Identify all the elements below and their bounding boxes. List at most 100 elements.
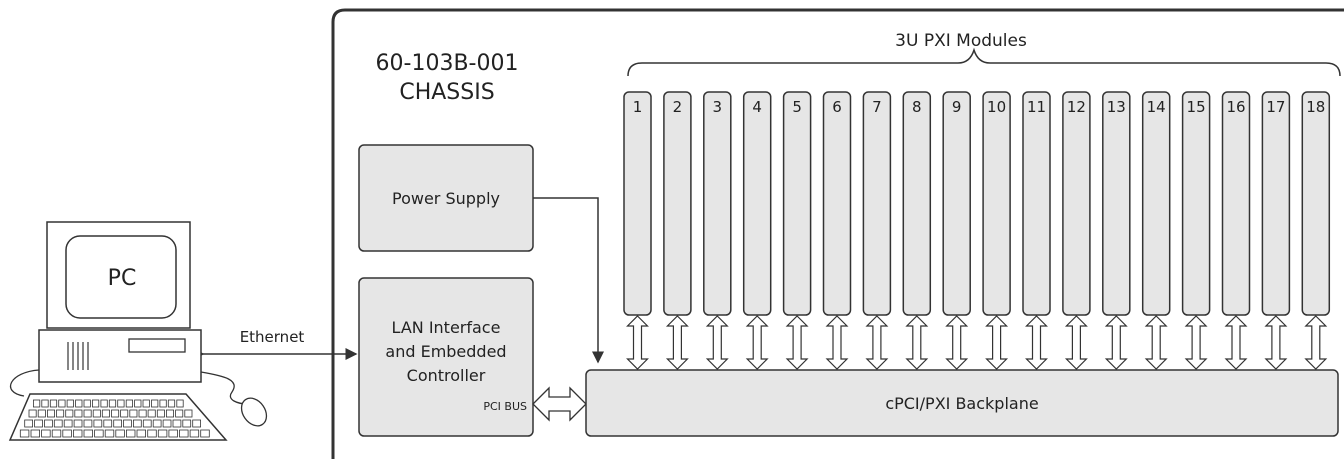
keyboard-key xyxy=(51,429,62,438)
keyboard-key xyxy=(24,419,34,428)
keyboard-key xyxy=(117,399,125,408)
keyboard-key xyxy=(165,409,174,418)
slot-bus-arrow xyxy=(825,315,849,370)
slot-bus-arrow xyxy=(745,315,769,370)
slot-bus-arrow xyxy=(865,315,889,370)
keyboard-key xyxy=(92,409,101,418)
module-slot-label: 12 xyxy=(1067,98,1086,116)
keyboard-cable xyxy=(10,369,40,397)
keyboard-key xyxy=(151,399,159,408)
module-slot-label: 1 xyxy=(633,98,643,116)
keyboard-key xyxy=(101,409,110,418)
keyboard-key xyxy=(103,419,113,428)
drive-bay xyxy=(128,338,186,353)
keyboard-key xyxy=(192,419,201,428)
slot-bus-arrow xyxy=(1264,315,1288,370)
keyboard-key xyxy=(73,419,83,428)
keyboard-key xyxy=(63,419,73,428)
keyboard-key xyxy=(56,409,65,418)
slot-bus-arrow xyxy=(665,315,689,370)
module-slot-3 xyxy=(703,91,732,316)
module-slot-1 xyxy=(623,91,652,316)
keyboard-key xyxy=(157,429,168,438)
chassis-title-line2: CHASSIS xyxy=(399,80,494,105)
keyboard-key xyxy=(134,399,142,408)
keyboard-key xyxy=(73,429,83,438)
keyboard-keys xyxy=(19,399,210,438)
controller-label-line3: Controller xyxy=(407,366,486,385)
slot-bus-arrow xyxy=(985,315,1009,370)
controller-label-line2: and Embedded xyxy=(385,342,506,361)
keyboard-key xyxy=(100,399,108,408)
modules-brace xyxy=(627,47,1341,77)
keyboard-key xyxy=(47,409,56,418)
keyboard-key xyxy=(176,399,184,408)
slot-bus-arrow xyxy=(1144,315,1168,370)
chassis-title-line1: 60-103B-001 xyxy=(376,51,519,76)
keyboard-key xyxy=(138,409,147,418)
pc-computer-icon: PC xyxy=(8,221,268,441)
module-slot-label: 11 xyxy=(1027,98,1046,116)
keyboard-key xyxy=(37,409,46,418)
keyboard-key xyxy=(115,429,125,438)
module-slot-14 xyxy=(1141,91,1171,316)
backplane-box xyxy=(585,369,1339,437)
keyboard-key xyxy=(19,429,30,438)
keyboard-key xyxy=(159,399,167,408)
keyboard-key xyxy=(142,399,150,408)
keyboard-key xyxy=(94,429,104,438)
keyboard-key xyxy=(44,419,53,428)
controller-label-line1: LAN Interface xyxy=(392,318,501,337)
keyboard-key xyxy=(108,399,117,408)
keyboard-key xyxy=(34,419,43,428)
module-slot-2 xyxy=(663,91,692,316)
module-slot-label: 13 xyxy=(1107,98,1126,116)
power-supply-label: Power Supply xyxy=(392,189,500,208)
keyboard-key xyxy=(123,419,132,428)
keyboard-key xyxy=(184,409,193,418)
system-unit xyxy=(38,329,202,383)
slot-bus-arrow xyxy=(705,315,729,370)
keyboard-key xyxy=(83,409,92,418)
keyboard-key xyxy=(92,399,100,408)
keyboard-key xyxy=(41,429,51,438)
keyboard-key xyxy=(120,409,129,418)
keyboard-key xyxy=(33,399,41,408)
keyboard-key xyxy=(93,419,103,428)
module-slot-label: 18 xyxy=(1306,98,1325,116)
mouse-cable xyxy=(200,371,249,405)
module-slot-label: 8 xyxy=(912,98,922,116)
pci-bus-arrow xyxy=(532,386,587,422)
slot-bus-arrow xyxy=(1304,315,1328,370)
keyboard-key xyxy=(113,419,122,428)
keyboard-key xyxy=(75,399,83,408)
keyboard-key xyxy=(62,429,72,438)
keyboard-key xyxy=(53,419,63,428)
module-slot-label: 14 xyxy=(1147,98,1166,116)
keyboard-key xyxy=(66,399,74,408)
slot-bus-arrow xyxy=(626,315,649,370)
module-slot-11 xyxy=(1022,91,1051,316)
keyboard-key xyxy=(126,429,136,438)
slot-bus-arrow xyxy=(1224,315,1248,370)
keyboard-key xyxy=(30,429,41,438)
keyboard-key xyxy=(152,419,162,428)
keyboard-key xyxy=(200,429,210,438)
module-slot-16 xyxy=(1221,91,1251,316)
module-slot-6 xyxy=(822,91,852,316)
slot-bus-arrow xyxy=(785,315,809,370)
keyboard-key xyxy=(83,429,94,438)
module-slot-label: 16 xyxy=(1226,98,1245,116)
module-slot-label: 9 xyxy=(952,98,962,116)
keyboard-key xyxy=(142,419,152,428)
keyboard-key xyxy=(49,399,58,408)
module-slot-label: 5 xyxy=(792,98,802,116)
keyboard-key xyxy=(156,409,165,418)
module-slot-label: 10 xyxy=(987,98,1006,116)
slot-bus-arrow xyxy=(945,315,969,370)
module-slot-4 xyxy=(742,91,772,316)
module-slot-label: 17 xyxy=(1266,98,1285,116)
pci-bus-label: PCI BUS xyxy=(483,400,527,413)
keyboard-key xyxy=(125,399,133,408)
module-slot-label: 6 xyxy=(832,98,842,116)
